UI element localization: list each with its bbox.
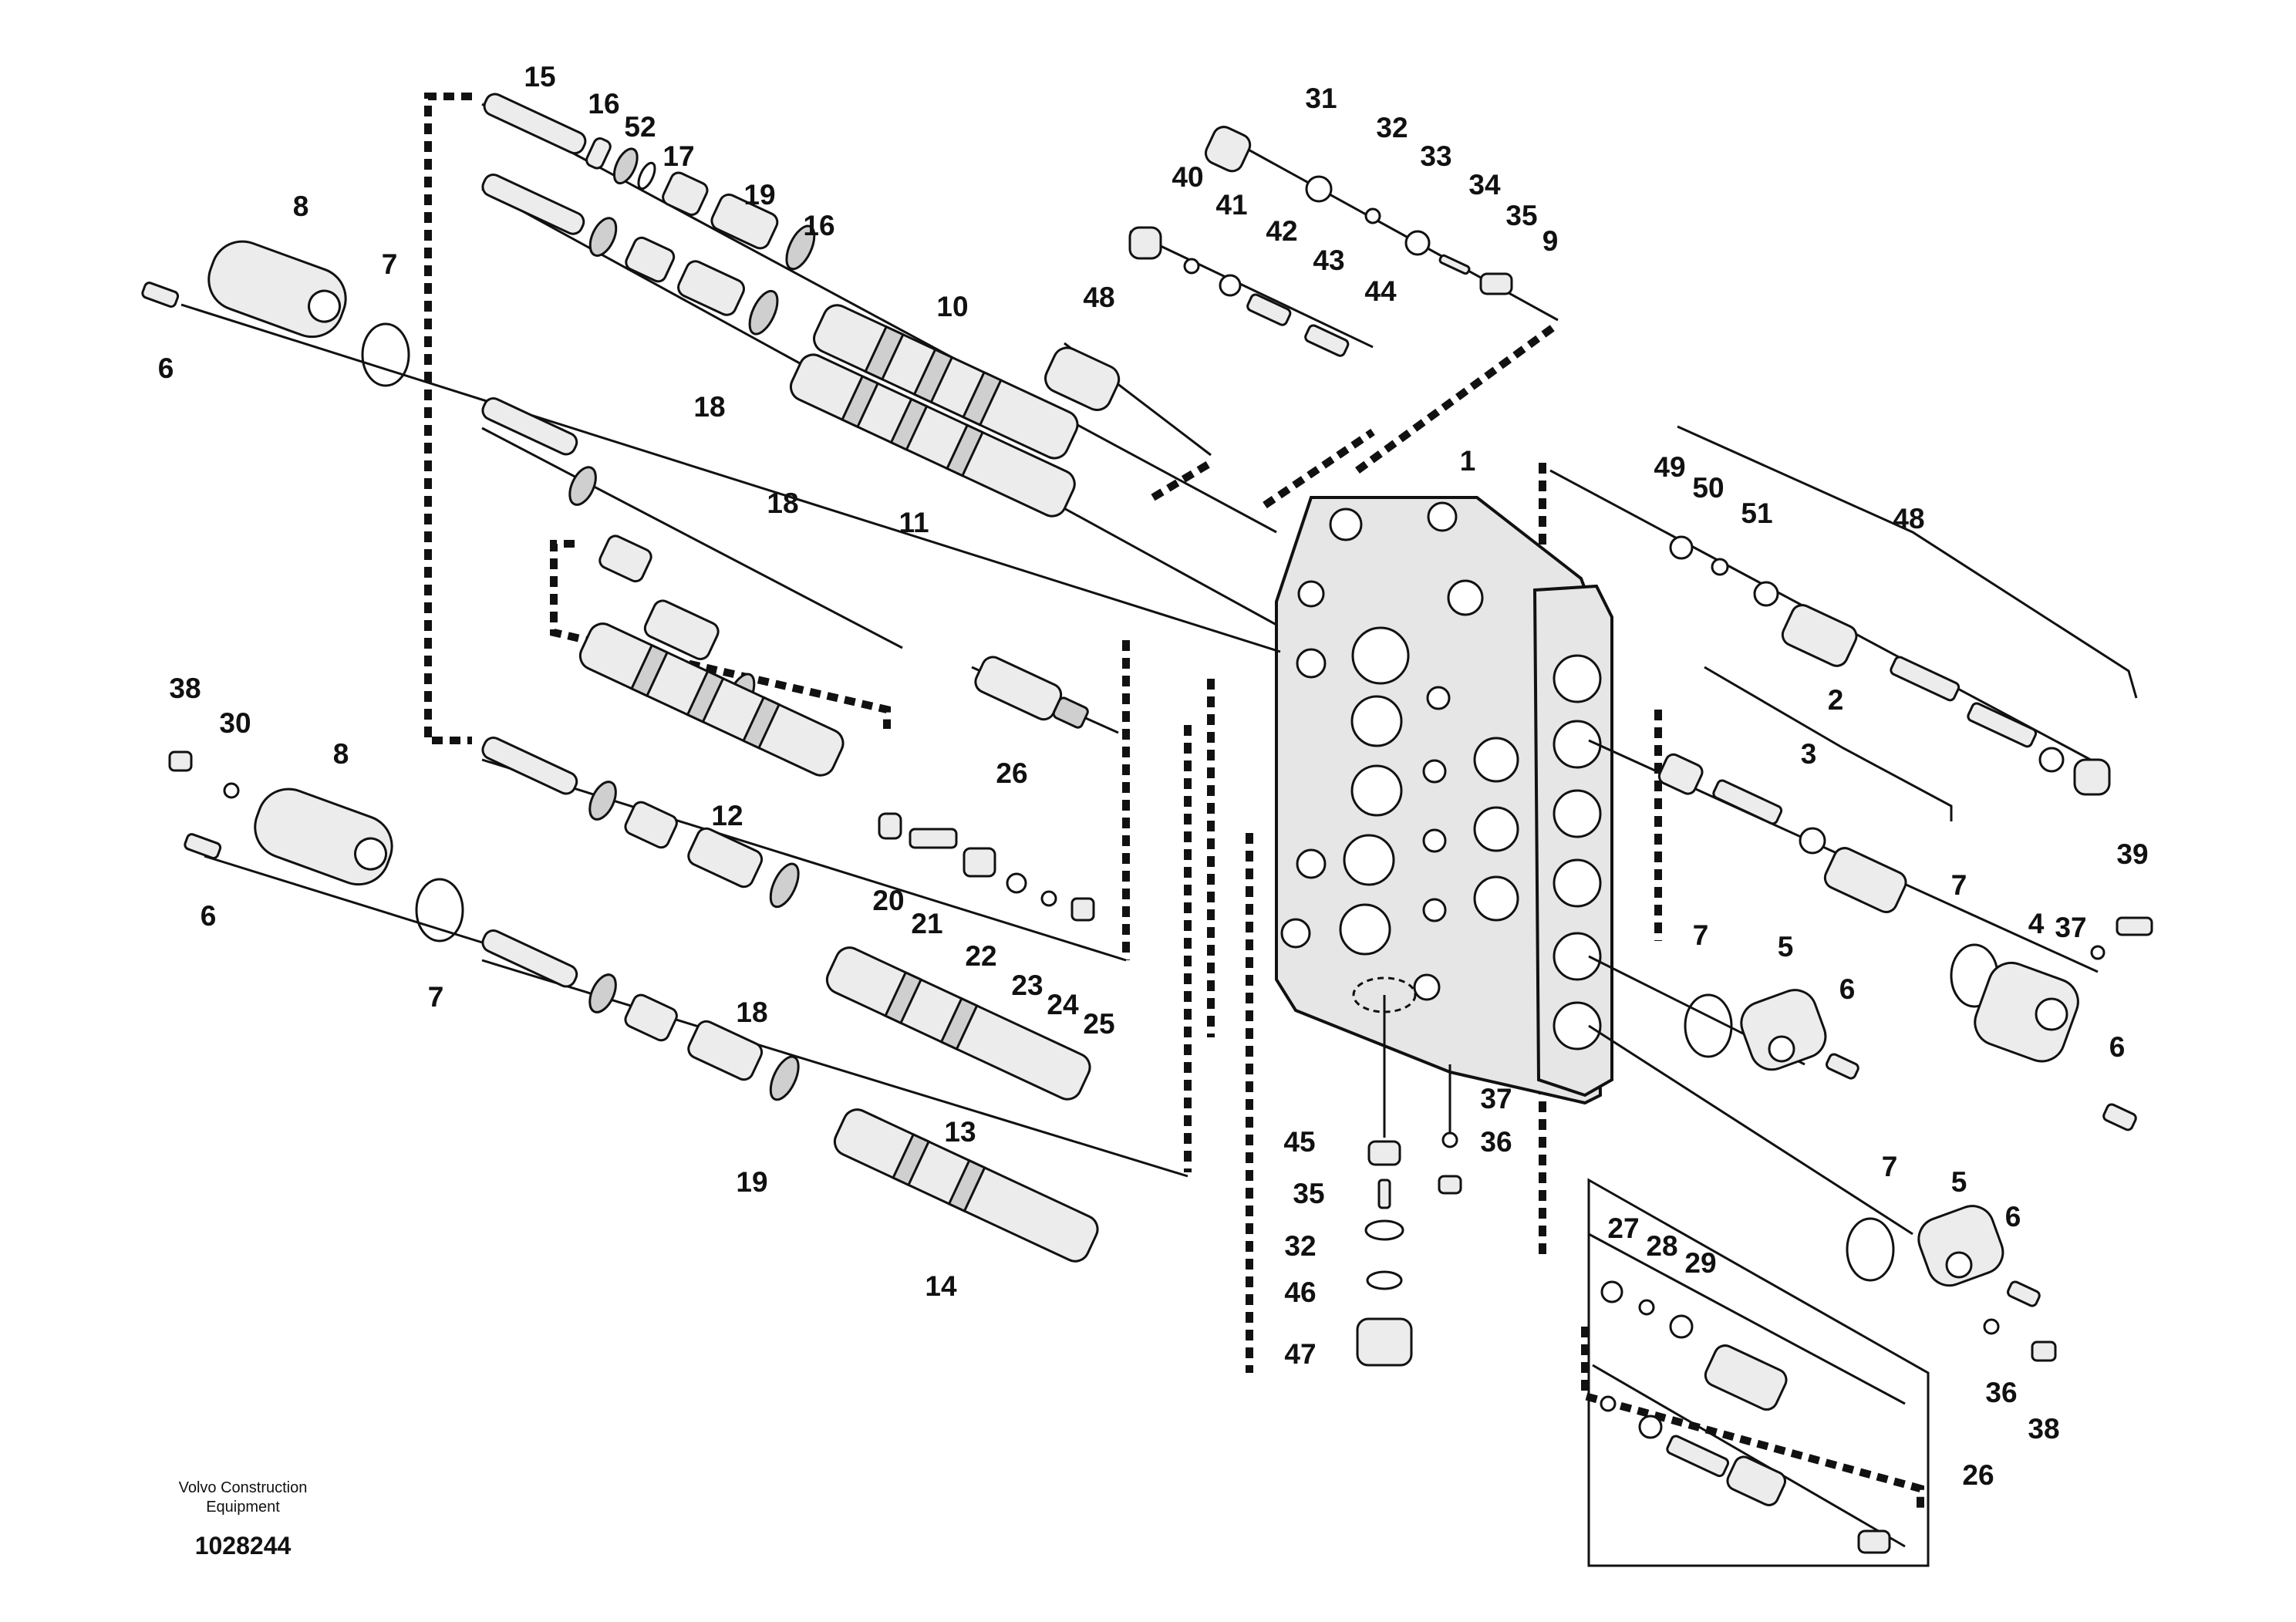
callout-25: 25 [1083, 1008, 1114, 1040]
callout-50: 50 [1692, 472, 1724, 504]
callout-2: 2 [1828, 684, 1844, 716]
callout-7a: 7 [382, 248, 398, 280]
callout-34: 34 [1468, 169, 1501, 201]
callout-5b: 5 [1951, 1166, 1967, 1198]
callout-17: 17 [663, 140, 694, 172]
callout-16b: 16 [803, 210, 834, 241]
callout-8a: 8 [293, 191, 309, 222]
callout-37b: 37 [2055, 912, 2086, 943]
callout-49: 49 [1654, 451, 1685, 483]
solid-brackets [1587, 425, 2138, 1567]
callout-47: 47 [1284, 1338, 1316, 1370]
callout-18b: 18 [767, 487, 798, 519]
callout-8b: 8 [333, 738, 349, 770]
valve-body [1275, 496, 1613, 1105]
callout-39: 39 [2116, 838, 2148, 870]
callout-42: 42 [1266, 215, 1297, 247]
callout-18a: 18 [693, 391, 725, 423]
callout-35a: 35 [1505, 200, 1537, 231]
callout-9: 9 [1542, 225, 1559, 257]
bracket-48-right [1677, 425, 2138, 699]
callout-labels: 1 2 3 4 5 5 6 6 6 6 6 7 7 7 7 7 8 8 9 10… [158, 61, 2149, 1491]
callout-40: 40 [1172, 161, 1203, 193]
callout-6d: 6 [2109, 1031, 2126, 1063]
callout-36a: 36 [1480, 1126, 1512, 1158]
callout-12: 12 [711, 800, 743, 831]
callout-28: 28 [1646, 1230, 1677, 1262]
callout-18c: 18 [736, 996, 767, 1028]
callout-24: 24 [1047, 989, 1079, 1020]
spool-parts [141, 93, 2153, 1554]
callout-7c: 7 [1951, 869, 1967, 901]
callout-16a: 16 [588, 88, 619, 120]
callout-36b: 36 [1985, 1377, 2017, 1408]
callout-32a: 32 [1376, 112, 1408, 143]
callout-37a: 37 [1480, 1083, 1512, 1114]
callout-48b: 48 [1893, 503, 1924, 534]
callout-32b: 32 [1284, 1230, 1316, 1262]
callout-38b: 38 [2028, 1413, 2059, 1445]
callout-30: 30 [219, 707, 251, 739]
callout-29: 29 [1684, 1247, 1716, 1279]
callout-38a: 38 [169, 673, 201, 704]
callout-6a: 6 [158, 352, 174, 384]
callout-44: 44 [1364, 275, 1397, 307]
callout-23: 23 [1011, 969, 1043, 1001]
callout-51: 51 [1741, 497, 1772, 529]
callout-7e: 7 [1882, 1151, 1898, 1182]
bracket-body-links [1122, 640, 1253, 1373]
bracket-top-links [1151, 320, 1560, 509]
callout-4: 4 [2028, 908, 2045, 939]
callout-45: 45 [1283, 1126, 1315, 1158]
callout-19a: 19 [743, 179, 775, 211]
callout-19b: 19 [736, 1166, 767, 1198]
callout-33: 33 [1420, 140, 1451, 172]
assembly-axes [180, 103, 2099, 1548]
company-name-line2: Equipment [206, 1499, 280, 1516]
callout-27: 27 [1607, 1212, 1639, 1244]
callout-1: 1 [1460, 445, 1476, 477]
callout-5a: 5 [1778, 931, 1794, 963]
callout-15: 15 [524, 61, 555, 93]
callout-7b: 7 [428, 981, 444, 1013]
callout-46: 46 [1284, 1276, 1316, 1308]
callout-21: 21 [911, 908, 942, 939]
group-brackets [424, 93, 1924, 1512]
callout-11: 11 [899, 507, 929, 538]
callout-35b: 35 [1293, 1178, 1324, 1209]
callout-52: 52 [624, 111, 656, 143]
callout-3: 3 [1801, 738, 1817, 770]
callout-26b: 26 [1962, 1459, 1994, 1491]
callout-6e: 6 [2005, 1201, 2021, 1233]
callout-48a: 48 [1083, 282, 1114, 313]
callout-6c: 6 [1839, 973, 1856, 1005]
callout-10: 10 [936, 291, 968, 322]
callout-7d: 7 [1693, 919, 1709, 951]
footer: Volvo Construction Equipment 1028244 [179, 1479, 308, 1560]
callout-26a: 26 [996, 757, 1027, 789]
callout-41: 41 [1215, 189, 1247, 221]
bracket-spool-group-left [424, 93, 472, 744]
bracket-2 [1704, 666, 1953, 821]
bracket-relief-26 [1581, 1327, 1924, 1512]
drawing-number: 1028244 [195, 1532, 292, 1560]
callout-22: 22 [965, 940, 996, 972]
bracket-spool-12 [550, 540, 891, 729]
callout-20: 20 [872, 885, 904, 916]
callout-14: 14 [925, 1270, 957, 1302]
company-name-line1: Volvo Construction [179, 1479, 308, 1496]
callout-31: 31 [1305, 83, 1337, 114]
callout-43: 43 [1313, 244, 1344, 276]
callout-6b: 6 [201, 900, 217, 932]
frame-26-relief-group [1587, 1178, 1930, 1567]
callout-13: 13 [944, 1116, 976, 1148]
